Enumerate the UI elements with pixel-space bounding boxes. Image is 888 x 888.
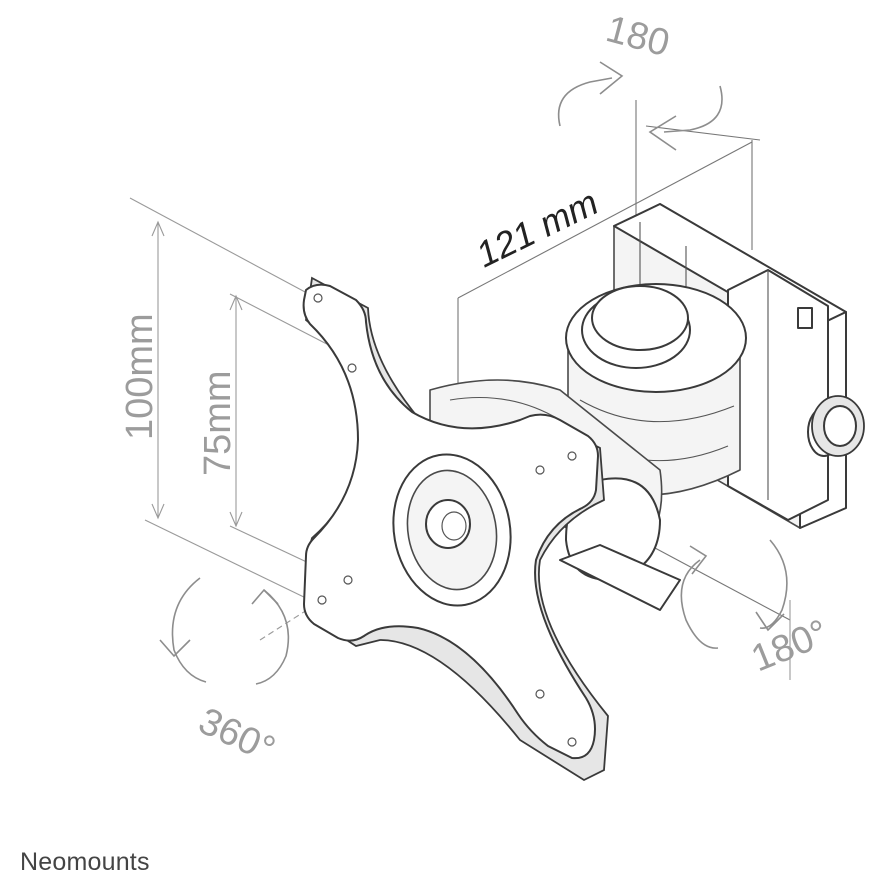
rotation-arrow-top: [557, 61, 723, 151]
rotation-top-label: 180: [602, 8, 674, 65]
height-outer-label: 100mm: [119, 313, 161, 440]
tension-knob: [807, 395, 865, 457]
height-inner-label: 75mm: [197, 370, 239, 476]
rotation-arrow-left: [159, 577, 290, 685]
width-dimension-label: 121 mm: [470, 181, 605, 275]
rotation-arrow-right: [680, 539, 788, 649]
dimension-lines: [129, 100, 791, 680]
vesa-plate: [302, 276, 609, 782]
rotation-left-label: 360°: [192, 700, 281, 771]
brand-logo: Neomounts: [20, 848, 150, 876]
